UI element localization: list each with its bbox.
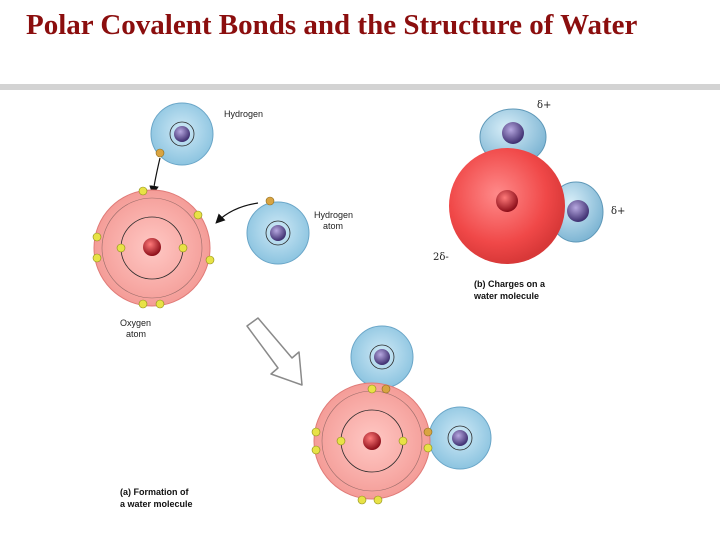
electron: [155, 299, 165, 309]
title-divider: [0, 84, 720, 90]
electron: [178, 243, 188, 253]
electron: [398, 436, 408, 446]
oxygen-atom: [92, 186, 215, 309]
hydrogen-label: Hydrogen: [224, 109, 263, 119]
oxygen-nucleus: [363, 432, 381, 450]
hydrogen-nucleus: [374, 349, 390, 365]
panel-a-separate-atoms: Hydrogen Oxygen atom: [92, 102, 353, 339]
electron: [357, 495, 367, 505]
electron: [205, 255, 215, 265]
electron: [265, 196, 275, 206]
hydrogen-atom-right: [246, 196, 310, 265]
hydrogen-atom-top: [150, 102, 214, 166]
shared-electron: [367, 384, 377, 394]
shared-electron: [423, 443, 433, 453]
oxygen-nucleus: [496, 190, 518, 212]
electron: [193, 210, 203, 220]
caption-b-line2: water molecule: [473, 291, 539, 301]
electron: [138, 299, 148, 309]
hydrogen-atom-label-line1: Hydrogen: [314, 210, 353, 220]
electron: [116, 243, 126, 253]
electron: [138, 186, 148, 196]
hydrogen-nucleus: [270, 225, 286, 241]
hydrogen-nucleus: [174, 126, 190, 142]
caption-a-line2: a water molecule: [120, 499, 193, 509]
electron: [92, 232, 102, 242]
electron: [311, 445, 321, 455]
electron: [336, 436, 346, 446]
transition-arrow: [246, 317, 303, 386]
electron: [373, 495, 383, 505]
charge-label-oxygen: 2δ-: [433, 252, 449, 263]
caption-b-line1: (b) Charges on a: [474, 279, 546, 289]
hydrogen-nucleus: [452, 430, 468, 446]
oxygen-nucleus: [143, 238, 161, 256]
oxygen-atom-label-line2: atom: [126, 329, 146, 339]
hydrogen-atom-label-line2: atom: [323, 221, 343, 231]
panel-a-water-molecule: [311, 325, 492, 505]
shared-electron: [381, 384, 391, 394]
charge-label-top: δ+: [537, 100, 551, 111]
shared-electron: [423, 427, 433, 437]
slide-title: Polar Covalent Bonds and the Structure o…: [26, 9, 638, 41]
bond-arrow-right: [215, 202, 259, 224]
electron: [92, 253, 102, 263]
bond-arrow-top: [149, 157, 161, 196]
panel-b-charges: [449, 108, 604, 264]
charge-label-right: δ+: [611, 206, 625, 217]
caption-a-line1: (a) Formation of: [120, 487, 189, 497]
electron: [155, 148, 165, 158]
hydrogen-nucleus: [502, 122, 524, 144]
oxygen-atom-label-line1: Oxygen: [120, 318, 151, 328]
hydrogen-nucleus: [567, 200, 589, 222]
electron: [311, 427, 321, 437]
